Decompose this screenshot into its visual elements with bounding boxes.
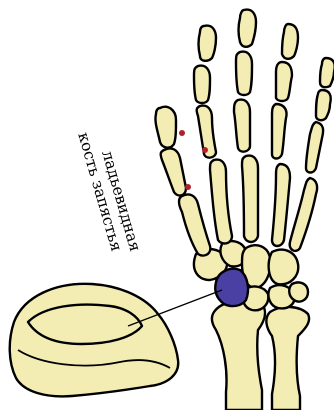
scaphoid-enlarged-view	[10, 284, 178, 397]
scaphoid-enlarged-facet	[28, 305, 142, 344]
joint-marker	[179, 130, 185, 136]
metacarpal-index	[210, 160, 232, 244]
index-distal-phalanx	[199, 26, 217, 61]
metacarpal-thumb	[179, 194, 210, 255]
index-middle-phalanx	[194, 66, 210, 103]
scaphoid-label: ладьевидная кость запястья	[74, 125, 144, 258]
middle-proximal-phalanx	[234, 100, 250, 152]
ring-finger	[272, 24, 298, 159]
little-distal-phalanx	[320, 58, 334, 87]
index-finger	[194, 26, 216, 158]
middle-finger	[234, 10, 256, 152]
pisiform	[289, 282, 308, 301]
little-proximal-phalanx	[306, 122, 323, 173]
ring-proximal-phalanx	[272, 104, 287, 159]
thumb-phalanges	[155, 107, 186, 196]
hamate	[269, 250, 299, 285]
metacarpal-ring	[272, 164, 290, 246]
forearm-bones	[212, 301, 309, 410]
thumb-proximal-phalanx	[161, 148, 186, 195]
ring-distal-phalanx	[282, 24, 298, 59]
middle-middle-phalanx	[236, 52, 252, 95]
metacarpal-middle	[242, 156, 258, 242]
ulna	[266, 307, 309, 410]
little-finger	[306, 58, 334, 173]
radius	[212, 301, 265, 410]
little-middle-phalanx	[316, 90, 331, 120]
scaphoid-highlighted	[215, 269, 248, 306]
ring-middle-phalanx	[276, 62, 292, 101]
middle-distal-phalanx	[239, 10, 257, 47]
joint-marker	[202, 147, 208, 153]
thumb-distal-phalanx	[155, 107, 176, 148]
joint-marker	[185, 184, 191, 190]
metacarpal-little	[290, 178, 317, 251]
metacarpals	[179, 156, 317, 256]
